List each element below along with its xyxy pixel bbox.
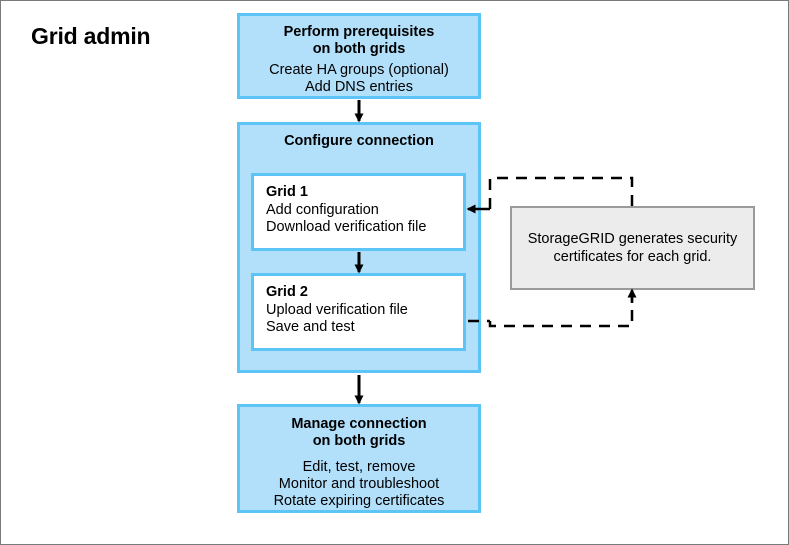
grid-1-body: Add configuration Download verification … <box>266 202 427 235</box>
grid-2-title: Grid 2 <box>266 284 308 300</box>
grid-1-title: Grid 1 <box>266 184 308 200</box>
prerequisites-title: Perform prerequisites on both grids <box>283 24 435 57</box>
connector-grid2-to-note-dashed <box>488 297 634 328</box>
substep-grid-1: Grid 1 Add configuration Download verifi… <box>251 173 466 251</box>
prerequisites-body: Create HA groups (optional) Add DNS entr… <box>269 62 449 95</box>
manage-connection-title: Manage connection on both grids <box>291 416 427 449</box>
connector-note-to-grid1-dashed <box>488 176 634 209</box>
role-label: Grid admin <box>31 23 151 49</box>
note-security-certificates-text: StorageGRID generates security certifica… <box>527 231 738 265</box>
substep-grid-2: Grid 2 Upload verification file Save and… <box>251 273 466 351</box>
configure-connection-title: Configure connection <box>284 133 434 149</box>
manage-connection-body: Edit, test, remove Monitor and troublesh… <box>273 459 445 509</box>
step-manage-connection: Manage connection on both grids Edit, te… <box>237 404 481 513</box>
grid-2-body: Upload verification file Save and test <box>266 302 408 335</box>
note-security-certificates: StorageGRID generates security certifica… <box>510 206 755 290</box>
step-perform-prerequisites: Perform prerequisites on both grids Crea… <box>237 13 481 99</box>
